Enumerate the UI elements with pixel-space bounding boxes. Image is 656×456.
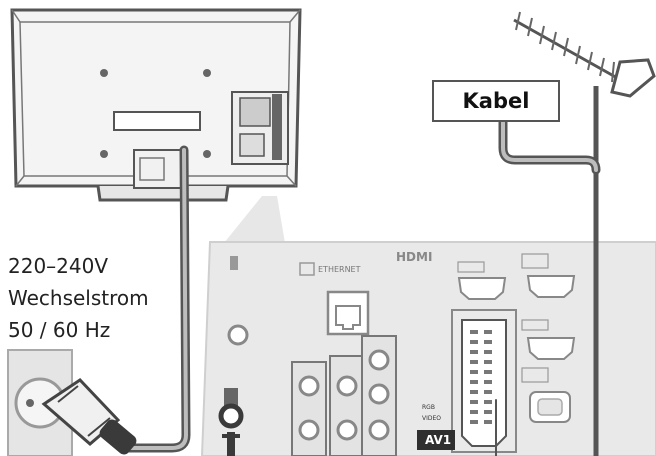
ethernet-label: ETHERNET [318,265,361,274]
ethernet-port [299,262,370,336]
mount-hole [203,150,211,158]
tv-stand [96,185,230,202]
hdmi-logo: HDMI [396,250,433,264]
frequency-label: 50 / 60 Hz [8,318,111,342]
mount-hole [100,150,108,158]
mount-hole [100,69,108,77]
ac-label: Wechselstrom [8,286,149,310]
kabel-text: Kabel [462,89,530,113]
video-label: VIDEO [422,415,442,422]
antenna [513,11,656,456]
headphone-jack [227,324,249,346]
power-plug [41,378,137,455]
mount-hole [203,69,211,77]
component-jacks [291,335,397,456]
cables [123,117,601,456]
small-marker [230,256,238,270]
hdmi-ports [457,253,576,383]
connection-panel [200,241,656,456]
tv-back [10,8,302,202]
tv-stand-neck [133,149,183,189]
voltage-label: 220–240V [8,254,109,278]
kabel-label: Kabel [432,80,560,122]
zoom-callout [224,196,285,243]
av1-badge [417,430,455,450]
antenna-input [218,388,244,456]
label-slot [113,111,201,131]
antenna-cable [498,117,601,175]
av1-label: AV1 [425,433,452,447]
rgb-label: RGB [422,404,435,411]
